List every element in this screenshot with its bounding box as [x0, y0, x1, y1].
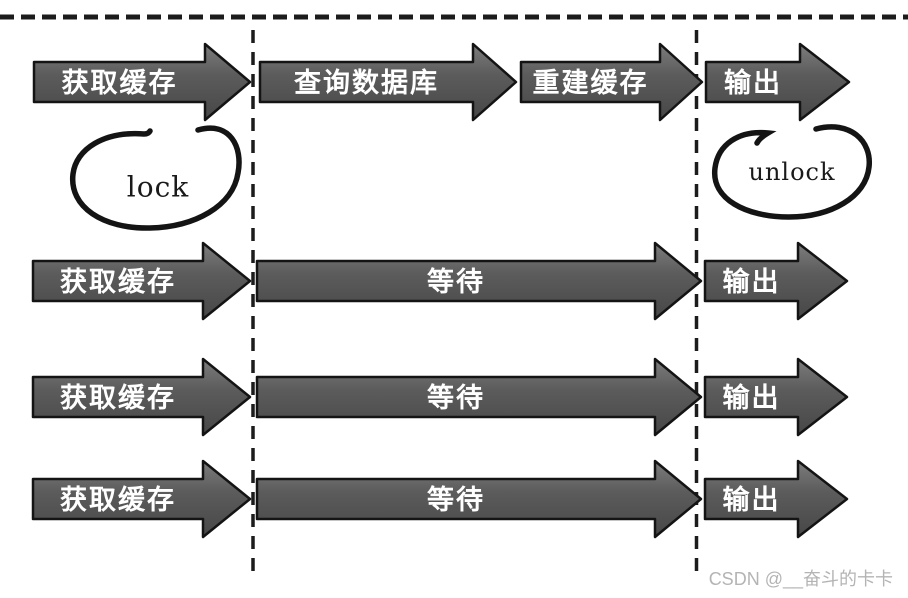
- block-arrow-shape: [31, 459, 252, 539]
- flow-arrow-row2-step1: 获取缓存: [31, 241, 252, 321]
- block-arrow-shape: [703, 241, 849, 321]
- arrows-layer: 获取缓存查询数据库重建缓存输出获取缓存等待输出获取缓存等待输出获取缓存等待输出: [31, 42, 851, 539]
- block-arrow-label: 输出: [723, 382, 781, 413]
- block-arrow-shape: [519, 42, 704, 122]
- flow-arrow-row3-step1: 获取缓存: [31, 357, 252, 437]
- block-arrow-shape: [31, 357, 252, 437]
- flow-arrow-row1-step4: 输出: [704, 42, 851, 122]
- flow-arrow-row1-step2: 查询数据库: [258, 42, 518, 122]
- block-arrow-shape: [258, 42, 518, 122]
- block-arrow-shape: [255, 357, 703, 437]
- flow-arrow-row4-step3: 输出: [703, 459, 849, 539]
- block-arrow-shape: [255, 241, 703, 321]
- block-arrow-label: 输出: [723, 266, 781, 297]
- unlock-circle-annotation: [712, 124, 872, 220]
- lock-label: lock: [127, 171, 189, 204]
- block-arrow-label: 输出: [723, 484, 781, 515]
- block-arrow-shape: [255, 459, 703, 539]
- watermark: CSDN @__奋斗的卡卡: [709, 569, 893, 590]
- flow-arrow-row4-step1: 获取缓存: [31, 459, 252, 539]
- flow-arrow-row1-step1: 获取缓存: [32, 42, 252, 122]
- block-arrow-shape: [31, 241, 252, 321]
- block-arrow-shape: [703, 459, 849, 539]
- flow-arrow-row4-step2: 等待: [255, 459, 703, 539]
- lock-circle-annotation: [70, 125, 242, 231]
- block-arrow-shape: [32, 42, 252, 122]
- block-arrow-label: 获取缓存: [60, 267, 176, 297]
- unlock-label: unlock: [748, 158, 835, 186]
- block-arrow-shape: [704, 42, 851, 122]
- block-arrow-label: 等待: [427, 484, 485, 515]
- block-arrow-label: 查询数据库: [294, 68, 439, 98]
- block-arrow-shape: [703, 357, 849, 437]
- block-arrow-label: 输出: [724, 67, 782, 98]
- block-arrow-label: 获取缓存: [60, 383, 176, 413]
- block-arrow-label: 获取缓存: [60, 485, 176, 515]
- flow-arrow-row1-step3: 重建缓存: [519, 42, 704, 122]
- flow-arrow-row2-step3: 输出: [703, 241, 849, 321]
- flow-arrow-row3-step2: 等待: [255, 357, 703, 437]
- flow-arrow-row2-step2: 等待: [255, 241, 703, 321]
- block-arrow-label: 获取缓存: [62, 68, 178, 98]
- block-arrow-label: 重建缓存: [533, 68, 649, 98]
- block-arrow-label: 等待: [427, 266, 485, 297]
- block-arrow-label: 等待: [427, 382, 485, 413]
- flow-arrow-row3-step3: 输出: [703, 357, 849, 437]
